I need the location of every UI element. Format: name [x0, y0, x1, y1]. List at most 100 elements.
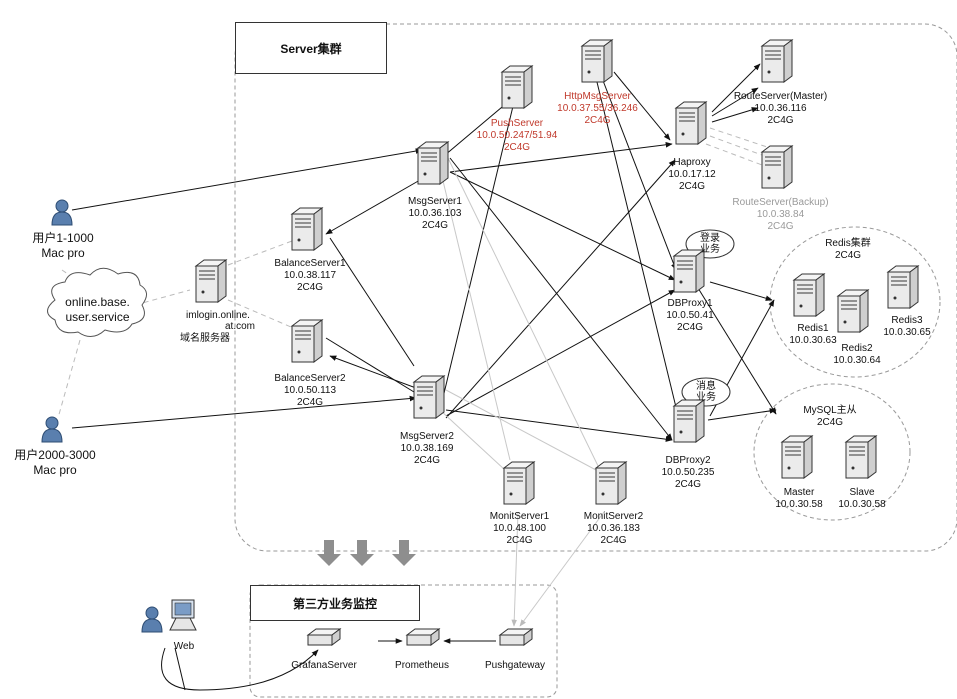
route-backup-name: RouteServer(Backup): [732, 197, 829, 208]
user-group1-name: 用户1-1000: [32, 231, 94, 245]
redis2-label: Redis2 10.0.30.64: [822, 343, 892, 367]
dns-cloud-line1: online.base.: [65, 295, 130, 309]
monit-server1-icon: [503, 461, 535, 505]
user-group2-icon: [41, 416, 63, 443]
redis1-name: Redis1: [797, 323, 829, 334]
monit-server2-label: MonitServer2 10.0.36.183 2C4G: [566, 511, 661, 547]
dns-server-line3: 域名服务器: [180, 333, 230, 344]
redis3-ip: 10.0.30.65: [883, 327, 931, 338]
push-server-ip: 10.0.50.247/51.94: [476, 130, 558, 141]
third-party-title: 第三方业务监控: [250, 585, 420, 621]
web-label: Web: [173, 641, 195, 652]
redis3-name: Redis3: [891, 315, 923, 326]
route-master-spec: 2C4G: [767, 115, 794, 126]
dns-server-line2: at.com: [224, 321, 255, 332]
pushgateway-router-icon: [499, 628, 533, 646]
db-proxy2-ip: 10.0.50.235: [661, 467, 715, 478]
message-bubble-line2: 业务: [696, 392, 716, 403]
push-server-name: PushServer: [490, 118, 544, 129]
push-server-icon: [501, 65, 533, 109]
redis2-name: Redis2: [841, 343, 873, 354]
pushgateway-label: Pushgateway: [484, 660, 546, 671]
mysql-title: MySQL主从: [803, 405, 857, 416]
haproxy-label: Haproxy 10.0.17.12 2C4G: [642, 157, 742, 193]
message-bubble-line1: 消息: [696, 381, 716, 392]
http-msg-server-name: HttpMsgServer: [564, 91, 631, 102]
msg-server1-label: MsgServer1 10.0.36.103 2C4G: [380, 196, 490, 232]
message-bubble: [681, 377, 731, 407]
haproxy-ip: 10.0.17.12: [668, 169, 716, 180]
db-proxy2-spec: 2C4G: [674, 479, 702, 490]
web-user-icon: [141, 606, 163, 633]
route-master-ip: 10.0.36.116: [754, 103, 807, 114]
monitor-links: [437, 157, 605, 627]
redis3-icon: [887, 265, 919, 309]
route-master-icon: [761, 39, 793, 83]
balance-server2-label: BalanceServer2 10.0.50.113 2C4G: [255, 373, 365, 409]
msg-server2-label: MsgServer2 10.0.38.169 2C4G: [372, 431, 482, 467]
user-group2-label: 用户2000-3000 Mac pro: [0, 448, 110, 478]
redis1-label: Redis1 10.0.30.63: [778, 323, 848, 347]
mysql-label: MySQL主从 2C4G: [790, 405, 870, 429]
redis1-icon: [793, 273, 825, 317]
prometheus-router-icon: [406, 628, 440, 646]
desktop-computer-icon: [169, 599, 197, 631]
http-msg-server-label: HttpMsgServer 10.0.37.55/36.246 2C4G: [540, 91, 655, 127]
monit-server1-spec: 2C4G: [506, 535, 533, 546]
login-bubble-line1: 登录: [700, 233, 720, 244]
haproxy-icon: [675, 101, 707, 145]
balance-server1-name: BalanceServer1: [274, 258, 346, 269]
mysql-master-icon: [781, 435, 813, 479]
monit-server2-ip: 10.0.36.183: [587, 523, 640, 534]
flow-down-arrows: [317, 540, 416, 566]
db-proxy2-label: DBProxy2 10.0.50.235 2C4G: [638, 455, 738, 491]
monit-server2-name: MonitServer2: [583, 511, 644, 522]
route-backup-label: RouteServer(Backup) 10.0.38.84 2C4G: [718, 197, 843, 233]
msg-server1-spec: 2C4G: [421, 220, 449, 231]
http-msg-server-ip: 10.0.37.55/36.246: [557, 103, 638, 114]
balance-server2-ip: 10.0.50.113: [283, 385, 337, 396]
redis-cluster-label: Redis集群 2C4G: [808, 238, 888, 262]
redis-cluster-title: Redis集群: [825, 238, 871, 249]
push-server-spec: 2C4G: [503, 142, 531, 153]
login-bubble-line2: 业务: [700, 244, 720, 255]
msg-server2-name: MsgServer2: [400, 431, 454, 442]
msg-server1-icon: [417, 141, 449, 185]
monit-server2-spec: 2C4G: [600, 535, 627, 546]
dns-cloud-line2: user.service: [65, 310, 130, 324]
http-msg-server-spec: 2C4G: [584, 115, 611, 126]
mysql-master-label: Master 10.0.30.58: [764, 487, 834, 511]
monit-server2-icon: [595, 461, 627, 505]
dns-cloud-icon: [47, 267, 147, 337]
balance-server1-icon: [291, 207, 323, 251]
msg-server1-name: MsgServer1: [408, 196, 462, 207]
db-proxy2-name: DBProxy2: [665, 455, 711, 466]
monit-server1-ip: 10.0.48.100: [493, 523, 546, 534]
login-bubble-label: 登录 业务: [686, 233, 734, 255]
haproxy-spec: 2C4G: [678, 181, 706, 192]
monit-server1-name: MonitServer1: [489, 511, 550, 522]
balance-server2-icon: [291, 319, 323, 363]
data-flow-links: [71, 63, 777, 691]
balance-server1-spec: 2C4G: [296, 282, 324, 293]
balance-server1-ip: 10.0.38.117: [283, 270, 337, 281]
route-backup-icon: [761, 145, 793, 189]
user-group2-name: 用户2000-3000: [14, 448, 96, 462]
message-bubble-label: 消息 业务: [682, 381, 730, 403]
msg-server2-icon: [413, 375, 445, 419]
redis1-ip: 10.0.30.63: [789, 335, 837, 346]
redis3-label: Redis3 10.0.30.65: [872, 315, 942, 339]
http-msg-server-icon: [581, 39, 613, 83]
redis-cluster-spec: 2C4G: [834, 250, 862, 261]
route-backup-ip: 10.0.38.84: [756, 209, 805, 220]
push-server-label: PushServer 10.0.50.247/51.94 2C4G: [462, 118, 572, 154]
mysql-slave-label: Slave 10.0.30.58: [827, 487, 897, 511]
balance-server1-label: BalanceServer1 10.0.38.117 2C4G: [255, 258, 365, 294]
mysql-master-name: Master: [783, 487, 815, 498]
msg-server2-ip: 10.0.38.169: [400, 443, 454, 454]
dns-server-label: imlogin.online. at.com 域名服务器: [168, 310, 268, 345]
db-proxy2-icon: [673, 399, 705, 443]
mysql-slave-ip: 10.0.30.58: [838, 499, 886, 510]
grafana-router-icon: [307, 628, 341, 646]
